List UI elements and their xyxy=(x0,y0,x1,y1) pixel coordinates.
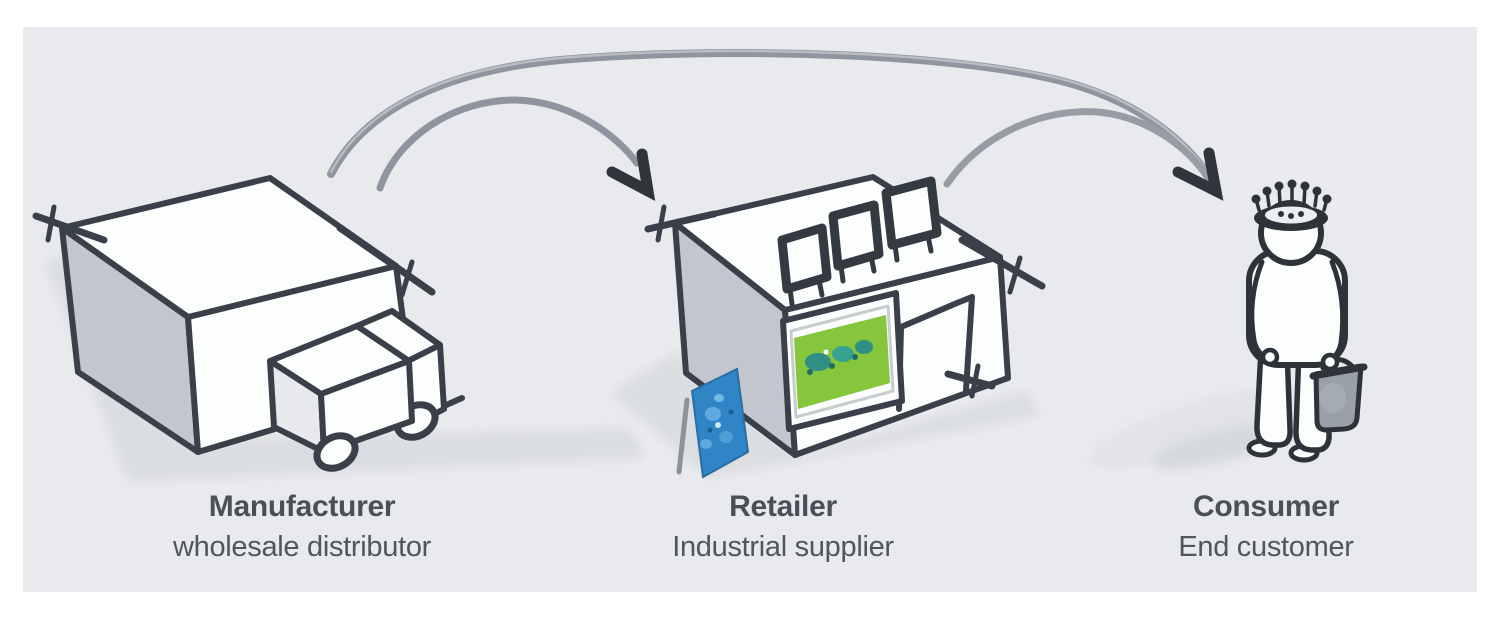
sandwich-board-sign-icon xyxy=(676,367,750,479)
shop-roof-beam-right-tick xyxy=(1007,255,1023,295)
shop-door-beam xyxy=(944,370,996,390)
shop-roof-beam-left-tick xyxy=(655,204,667,243)
arrow-manufacturer-to-retailer xyxy=(376,96,641,192)
delivery-truck-icon xyxy=(267,308,465,472)
consumer-person-icon xyxy=(1246,179,1368,463)
manufacturer-label: Manufacturer wholesale distributor xyxy=(82,487,522,567)
arrow-retailer-to-consumer xyxy=(943,108,1212,188)
person-right-hand xyxy=(1320,352,1340,372)
rooftop-sign-icons xyxy=(777,176,942,307)
arrowhead-at-consumer xyxy=(1172,147,1224,201)
manufacturer-title: Manufacturer xyxy=(208,490,396,523)
manufacturer-subtitle: wholesale distributor xyxy=(172,531,432,563)
manufacturer-warehouse-icon xyxy=(32,175,436,455)
arrowhead-at-retailer xyxy=(606,148,656,202)
flow-arrows xyxy=(327,49,1224,202)
warehouse-roof-beam-left-tick xyxy=(45,204,57,243)
warehouse-roof-beam-right xyxy=(336,224,436,296)
arrow-manufacturer-to-consumer-highlight xyxy=(329,49,1213,180)
arrow-manufacturer-to-consumer xyxy=(327,49,1215,184)
truck-bumper-tick xyxy=(441,395,465,409)
consumer-title: Consumer xyxy=(1193,490,1339,523)
warehouse-roof-beam-right-tick xyxy=(399,259,415,298)
window-poster xyxy=(794,315,890,409)
retailer-title: Retailer xyxy=(729,490,837,523)
crown-icon xyxy=(1251,179,1332,231)
person-left-leg xyxy=(1254,347,1293,448)
shop-display-window xyxy=(780,290,905,432)
person-left-hand xyxy=(1260,347,1280,367)
window-inner-edge xyxy=(789,304,895,419)
warehouse-roof-beam-left xyxy=(32,212,108,244)
retailer-subtitle: Industrial supplier xyxy=(672,531,894,563)
rooftop-sign-1 xyxy=(777,223,832,294)
sandwich-board-strut xyxy=(676,397,690,475)
shop-door-beam-tick xyxy=(969,363,981,399)
truck-rear-wheel xyxy=(313,432,359,472)
consumer-label: Consumer End customer xyxy=(1046,487,1486,567)
truck-cargo-box-front xyxy=(318,358,415,455)
rooftop-sign-2 xyxy=(828,200,884,271)
retailer-shop-icon xyxy=(644,174,1046,458)
bag-rim xyxy=(1309,363,1368,380)
person-torso xyxy=(1246,248,1348,368)
retailer-label: Retailer Industrial supplier xyxy=(563,487,1003,567)
rooftop-sign-3 xyxy=(881,176,942,250)
shop-roof-beam-right xyxy=(958,236,1046,290)
consumer-subtitle: End customer xyxy=(1178,531,1354,563)
